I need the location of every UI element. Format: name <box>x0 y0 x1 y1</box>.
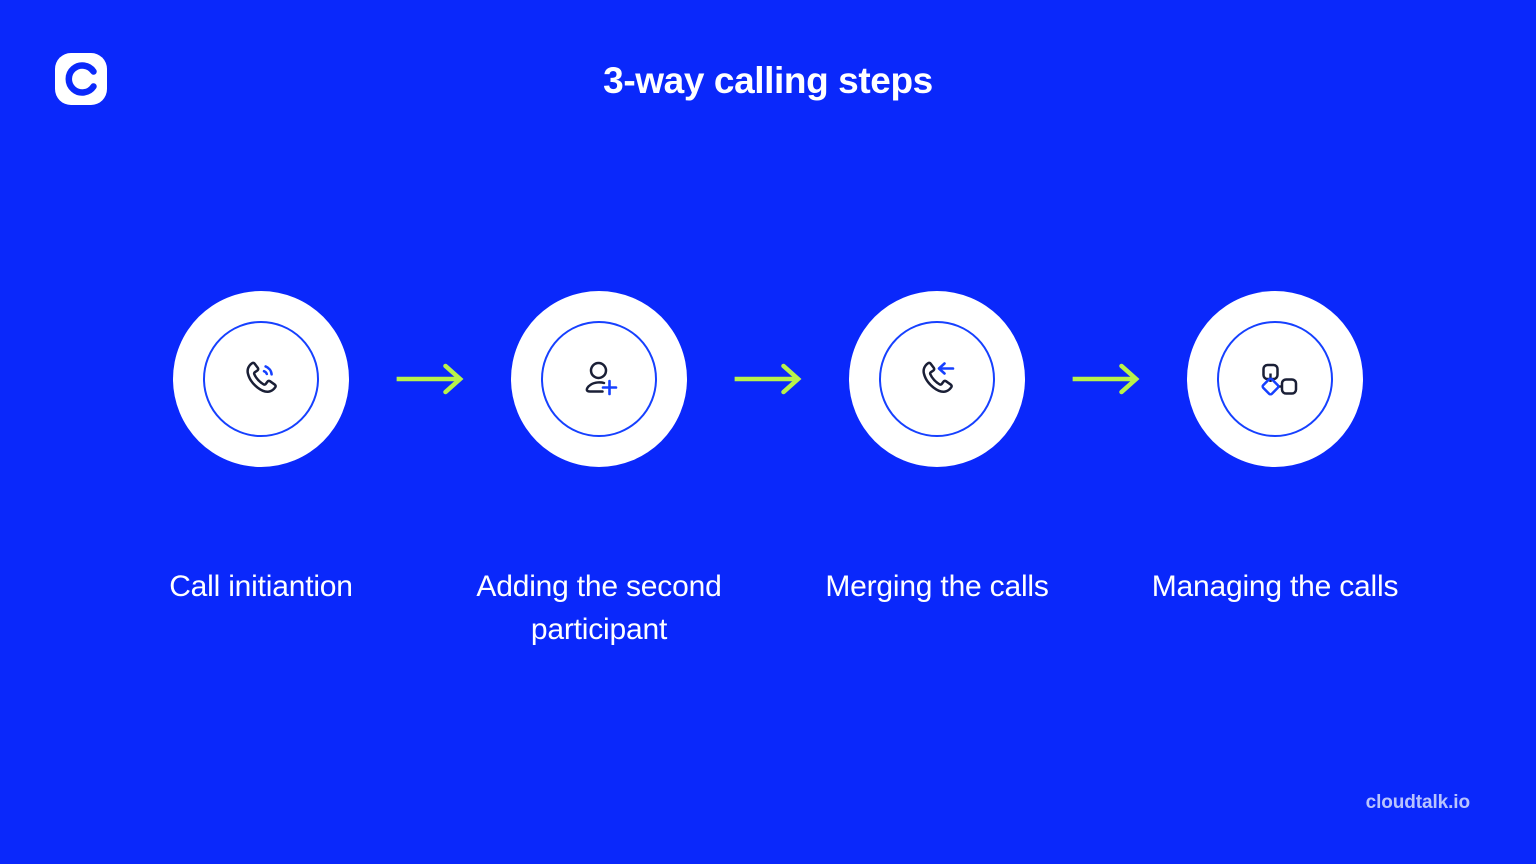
arrow-right-icon <box>1072 363 1140 395</box>
flow-arrow-1 <box>395 291 465 467</box>
step-item-4: Managing the calls <box>1141 291 1409 608</box>
step-icon-circle-2 <box>511 291 687 467</box>
step-icon-circle-3 <box>849 291 1025 467</box>
footer-website-label: cloudtalk.io <box>1365 792 1470 813</box>
step-item-3: Merging the calls <box>803 291 1071 608</box>
phone-outgoing-call-icon <box>246 361 277 393</box>
cloudtalk-logo-icon <box>55 53 107 105</box>
step-icon-ring-1 <box>203 321 319 437</box>
phone-incoming-arrow-icon <box>922 361 955 393</box>
step-icon-circle-1 <box>173 291 349 467</box>
steps-flow: Call initiantion Adding the second parti… <box>0 291 1536 651</box>
step-icon-ring-2 <box>541 321 657 437</box>
step-item-2: Adding the second participant <box>465 291 733 651</box>
flow-arrow-2 <box>733 291 803 467</box>
workflow-nodes-icon <box>1261 363 1298 396</box>
step-icon-ring-4 <box>1217 321 1333 437</box>
flow-arrow-3 <box>1071 291 1141 467</box>
arrow-right-icon <box>734 363 802 395</box>
step-item-1: Call initiantion <box>127 291 395 608</box>
person-add-icon <box>585 361 618 396</box>
step-label-4: Managing the calls <box>1151 570 1399 603</box>
step-icon-ring-3 <box>879 321 995 437</box>
step-label-1: Call initiantion <box>169 570 353 603</box>
page-title: 3-way calling steps <box>603 60 933 101</box>
arrow-right-icon <box>396 363 464 395</box>
step-icon-circle-4 <box>1187 291 1363 467</box>
step-label-3: Merging the calls <box>825 570 1049 603</box>
step-label-2: Adding the second participant <box>476 570 722 646</box>
